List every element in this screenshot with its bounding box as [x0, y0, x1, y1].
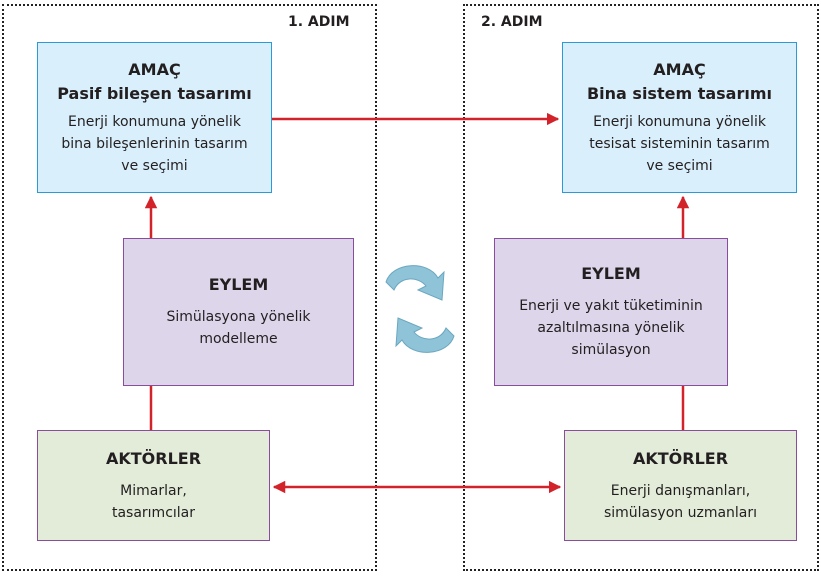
goal-subtitle: Bina sistem tasarımı [586, 83, 772, 103]
action-box-step-2: EYLEM Enerji ve yakıt tüketiminin azaltı… [494, 238, 728, 386]
goal-subtitle: Pasif bileşen tasarımı [57, 83, 252, 103]
actors-title: AKTÖRLER [632, 448, 729, 468]
step-1-frame [2, 4, 377, 571]
step-2-label: 2. ADIM [481, 14, 543, 30]
goal-description: Enerji konumuna yönelik tesisat sistemin… [589, 113, 770, 174]
goal-description: Enerji konumuna yönelik bina bileşenleri… [61, 113, 248, 174]
goal-title: AMAÇ [128, 59, 181, 79]
action-title: EYLEM [208, 275, 269, 294]
actors-description: Enerji danışmanları, simülasyon uzmanlar… [603, 482, 758, 521]
goal-box-step-2: AMAÇ Bina sistem tasarımı Enerji konumun… [562, 42, 797, 193]
goal-box-step-1: AMAÇ Pasif bileşen tasarımı Enerji konum… [37, 42, 272, 193]
step-2-frame [463, 4, 819, 571]
actors-description: Mimarlar, tasarımcılar [111, 482, 196, 521]
action-box-step-1: EYLEM Simülasyona yönelik modelleme [123, 238, 354, 386]
action-description: Simülasyona yönelik modelleme [166, 309, 311, 347]
action-title: EYLEM [581, 264, 641, 283]
cycle-arrows-icon [385, 265, 455, 353]
action-description: Enerji ve yakıt tüketiminin azaltılmasın… [519, 298, 703, 358]
goal-title: AMAÇ [653, 59, 706, 79]
actors-title: AKTÖRLER [105, 448, 202, 468]
step-1-label: 1. ADIM [288, 14, 350, 30]
actors-box-step-1: AKTÖRLER Mimarlar, tasarımcılar [37, 430, 270, 541]
actors-box-step-2: AKTÖRLER Enerji danışmanları, simülasyon… [564, 430, 797, 541]
